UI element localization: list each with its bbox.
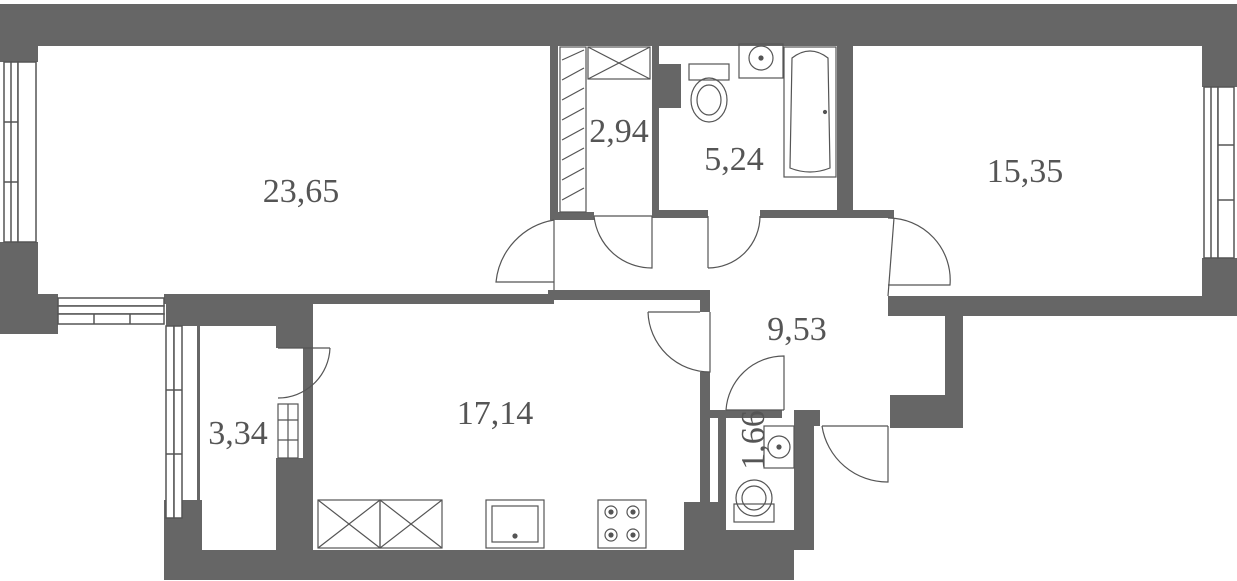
right-wall-upper [1202, 4, 1237, 87]
doors [277, 215, 951, 483]
area-labels: 23,65 2,94 5,24 15,35 9,53 17,14 3,34 1,… [208, 113, 1063, 470]
door-swing-icon [725, 355, 785, 411]
window-icon [165, 325, 183, 519]
window-icon [3, 61, 37, 243]
closet-area-label: 2,94 [589, 113, 649, 150]
toilet-door-jamb [808, 410, 820, 426]
door-swing-icon [277, 347, 331, 399]
left-corner-block [0, 294, 58, 334]
door-swing-icon [821, 425, 889, 483]
living-bottom-wall-mid [548, 290, 710, 300]
living-room-area-label: 23,65 [263, 173, 340, 210]
bottom-wall-step [684, 502, 724, 580]
cabinet-icon [379, 499, 443, 549]
toilet-icon [688, 63, 730, 123]
partition-bath-bedroom [837, 44, 853, 214]
kitchen-area-label: 17,14 [457, 395, 534, 432]
bathtub-icon [783, 46, 837, 178]
toilet-area-label: 1,66 [735, 410, 772, 470]
kitchen-right-wall [700, 372, 710, 512]
closet-bottom-wall-left [550, 212, 594, 220]
bath-bottom-wall-right [760, 210, 894, 218]
door-swing-icon [495, 219, 555, 290]
left-wall-upper [0, 4, 38, 62]
balcony-inner-wall [197, 326, 200, 550]
bedroom-door-jamb [886, 210, 894, 218]
top-wall [0, 4, 1237, 46]
partition-closet-bath [652, 44, 659, 216]
window-icon [1203, 86, 1235, 259]
toilet-right-wall [794, 410, 814, 545]
stove-icon [597, 499, 647, 549]
partition-living-closet [550, 44, 558, 220]
right-step-bottom [890, 395, 963, 428]
door-swing-icon [707, 215, 761, 269]
walls [0, 4, 1237, 580]
bathroom-area-label: 5,24 [704, 141, 764, 178]
washbasin-icon [738, 43, 784, 79]
toilet-top-wall [700, 410, 782, 418]
hallway-area-label: 9,53 [767, 311, 827, 348]
door-swing-icon [647, 311, 711, 373]
closet-rack-icon [559, 46, 587, 213]
washbasin-icon [763, 425, 795, 469]
window-icon [57, 297, 165, 325]
right-step-wall [945, 296, 963, 410]
bath-shaft [659, 64, 681, 108]
sink-icon [485, 499, 545, 549]
door-swing-icon [887, 217, 951, 297]
bath-bottom-wall-left [652, 210, 708, 218]
cabinet-icon [587, 46, 651, 80]
fixtures [277, 43, 837, 549]
toilet-bottom-wall [718, 530, 814, 550]
balcony-area-label: 3,34 [208, 415, 268, 452]
kitchen-left-wall [303, 300, 313, 550]
radiator-icon [277, 403, 299, 459]
door-swing-icon [593, 215, 653, 269]
toilet-icon [733, 479, 775, 523]
toilet-left-wall [718, 410, 726, 545]
bedroom-bottom-wall [888, 296, 1237, 316]
windows [3, 61, 1235, 519]
kitchen-right-wall-top [700, 296, 710, 312]
living-bottom-wall-left [164, 294, 554, 304]
bedroom-area-label: 15,35 [987, 153, 1064, 190]
